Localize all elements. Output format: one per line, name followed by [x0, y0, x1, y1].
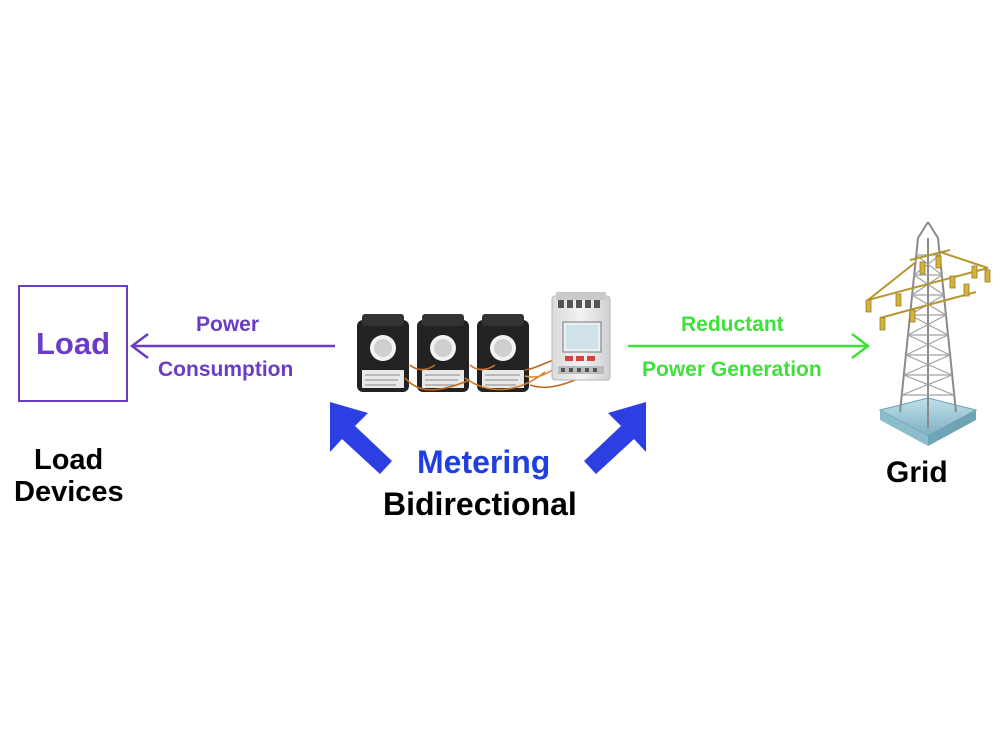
consumption-arrow: [129, 333, 335, 359]
reductant-label: Reductant: [681, 313, 784, 336]
load-devices-line1: Load: [34, 444, 104, 476]
metering-arrow-right: [584, 402, 646, 474]
power-label: Power: [196, 313, 260, 336]
consumption-label: Consumption: [158, 358, 294, 381]
load-box-label: Load: [35, 325, 111, 361]
current-transformer-2: [417, 314, 469, 392]
bidirectional-label: Bidirectional: [383, 486, 577, 522]
current-transformer-1: [357, 314, 409, 392]
grid-label: Grid: [886, 456, 948, 489]
metering-label: Metering: [417, 444, 551, 480]
load-devices-line2: Devices: [14, 476, 124, 508]
energy-meter: [551, 292, 611, 381]
current-transformer-3: [477, 314, 529, 392]
generation-arrow: [628, 333, 871, 359]
load-box: Load: [18, 285, 128, 402]
meter-wires: [404, 359, 576, 391]
metering-arrow-left: [330, 402, 392, 474]
power-generation-label: Power Generation: [642, 358, 822, 381]
transmission-tower-icon: [865, 221, 991, 446]
